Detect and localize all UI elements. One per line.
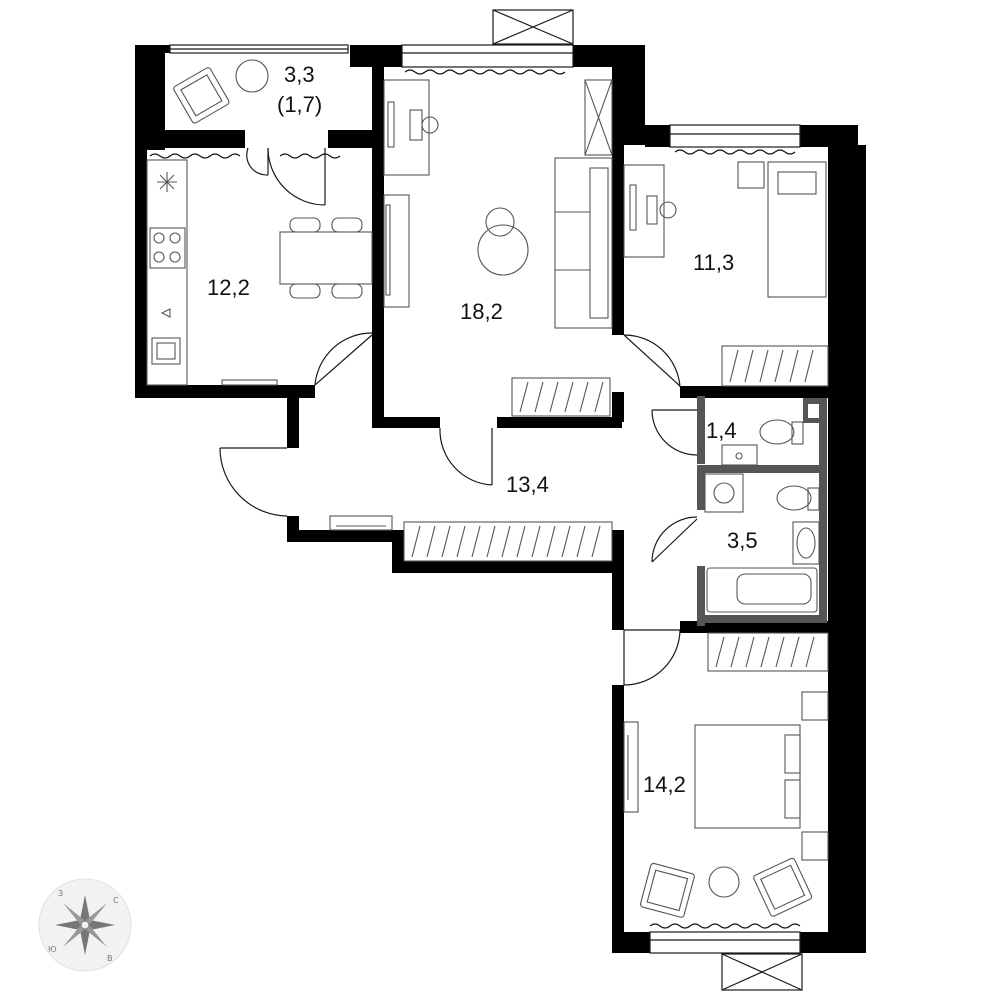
washing-machine-icon [704, 473, 744, 513]
door-bedroom-small [623, 334, 681, 388]
kitchen-counter [146, 159, 188, 386]
nightstand-top-icon [801, 691, 829, 721]
door-wc [651, 409, 698, 456]
cabinet-x [584, 79, 613, 156]
hall-area: 13,4 [506, 472, 549, 497]
compass-north: С [113, 896, 119, 905]
window-kitchen [149, 153, 341, 159]
armchair-icon [173, 67, 230, 124]
tv-icon [385, 204, 391, 296]
master-wardrobe [707, 632, 829, 672]
living-desk [383, 79, 439, 176]
hall-wardrobe [403, 521, 613, 562]
bedroom-small-area: 11,3 [693, 250, 734, 275]
furniture [146, 59, 829, 918]
bathtub-icon [706, 567, 818, 613]
coffee-table-icon [477, 207, 529, 276]
balcony-area-reduced: (1,7) [277, 92, 322, 117]
tv-cabinet [383, 194, 410, 308]
shoe-rack-icon [329, 515, 393, 531]
bathroom-area: 3,5 [727, 528, 758, 553]
master-area: 14,2 [643, 772, 686, 797]
sofa-icon [554, 157, 613, 329]
oven-icon [160, 308, 171, 318]
window-balcony [169, 44, 349, 54]
window-living [401, 44, 574, 75]
compass-south: Ю [48, 945, 57, 954]
balcony-area: 3,3 [284, 62, 315, 87]
stove-icon [149, 227, 186, 269]
kitchen-area: 12,2 [207, 275, 250, 300]
compass-rose-icon [55, 895, 115, 955]
window-bedroom-small [669, 124, 801, 155]
compass-west: З [58, 889, 63, 898]
master-armchair-right-icon [753, 857, 813, 917]
compass: С З В Ю [38, 878, 132, 972]
nightstand-bottom-icon [801, 831, 829, 861]
door-bathroom [651, 516, 698, 563]
window-master [649, 923, 801, 954]
hood-icon [157, 172, 177, 192]
master-round-table-icon [708, 866, 740, 898]
wc-sink-icon [721, 444, 758, 466]
round-table-icon [235, 59, 269, 93]
windows [149, 9, 803, 991]
toilet-icon [759, 419, 804, 445]
nightstand-icon [737, 161, 765, 189]
ac-unit-bottom [721, 953, 803, 991]
sink-icon [151, 337, 181, 365]
wc-area: 1,4 [706, 418, 737, 443]
master-armchair-left-icon [639, 862, 695, 918]
radiator-icon [221, 379, 278, 386]
bathroom-walls [697, 396, 827, 626]
double-bed-icon [694, 724, 801, 829]
master-tv-icon [623, 721, 639, 813]
bedroom-small-wardrobe [721, 345, 829, 387]
doors [219, 147, 698, 686]
dining-table [279, 217, 373, 299]
door-living [439, 427, 493, 486]
door-entrance [219, 447, 288, 517]
living-area: 18,2 [460, 299, 503, 324]
compass-east: В [107, 954, 113, 963]
living-wardrobe [511, 377, 611, 417]
single-bed-icon [767, 161, 827, 298]
door-kitchen [314, 332, 373, 386]
exterior-walls [135, 45, 866, 953]
ac-unit-top [492, 9, 574, 45]
bath-toilet-icon [776, 485, 820, 511]
door-balcony [246, 147, 326, 206]
room-labels: 3,3 (1,7) 12,2 18,2 11,3 1,4 3,5 13,4 14… [207, 62, 758, 797]
bath-sink-icon [792, 521, 820, 565]
door-master [623, 629, 681, 686]
bedroom-small-desk [623, 164, 677, 258]
